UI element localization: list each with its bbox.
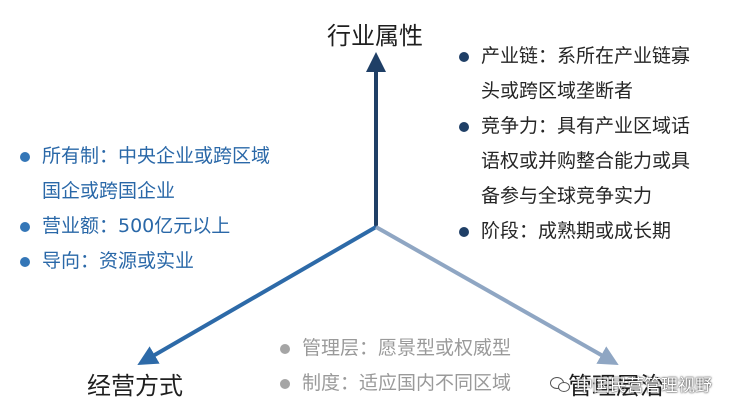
bullet-dot	[459, 52, 469, 62]
list-item-continuation: 语权或并购整合能力或具	[481, 150, 691, 172]
axis-left-line	[137, 225, 378, 366]
list-item: 营业额：500亿元以上	[16, 209, 270, 244]
watermark: 中国民营管理视野	[550, 371, 712, 396]
group-operating-mode: 所有制：中央企业或跨区域 国企或跨国企业 营业额：500亿元以上 导向：资源或实…	[16, 139, 270, 279]
list-item: 所有制：中央企业或跨区域	[16, 139, 270, 174]
list-item: 导向：资源或实业	[16, 244, 270, 279]
bullet-dot	[20, 222, 30, 232]
bullet-dot	[20, 152, 30, 162]
list-item: 管理层：愿景型或权威型	[276, 331, 511, 366]
list-item-continuation: 国企或跨国企业	[42, 180, 176, 202]
bullet-dot	[20, 257, 30, 267]
bullet-dot	[459, 122, 469, 132]
list-item-continuation: 头或跨区域垄断者	[481, 80, 634, 102]
list-item-continuation: 备参与全球竞争实力	[481, 185, 653, 207]
bullet-dot	[280, 344, 290, 354]
bullet-dot	[280, 379, 290, 389]
list-item: 阶段：成熟期或成长期	[455, 214, 690, 249]
bullet-dot	[459, 227, 469, 237]
axis-label-right: 管理层治	[568, 372, 664, 400]
axis-label-left: 经营方式	[87, 372, 183, 400]
list-item: 产业链：系所在产业链寡	[455, 39, 690, 74]
group-management: 管理层：愿景型或权威型 制度：适应国内不同区域	[276, 331, 511, 401]
list-item: 竞争力：具有产业区域话	[455, 109, 690, 144]
list-item: 制度：适应国内不同区域	[276, 366, 511, 401]
axis-label-top: 行业属性	[327, 22, 423, 50]
group-industry-attributes: 产业链：系所在产业链寡 头或跨区域垄断者 竞争力：具有产业区域话 语权或并购整合…	[455, 39, 690, 249]
axis-right-line	[375, 225, 619, 365]
wechat-icon	[550, 376, 570, 392]
